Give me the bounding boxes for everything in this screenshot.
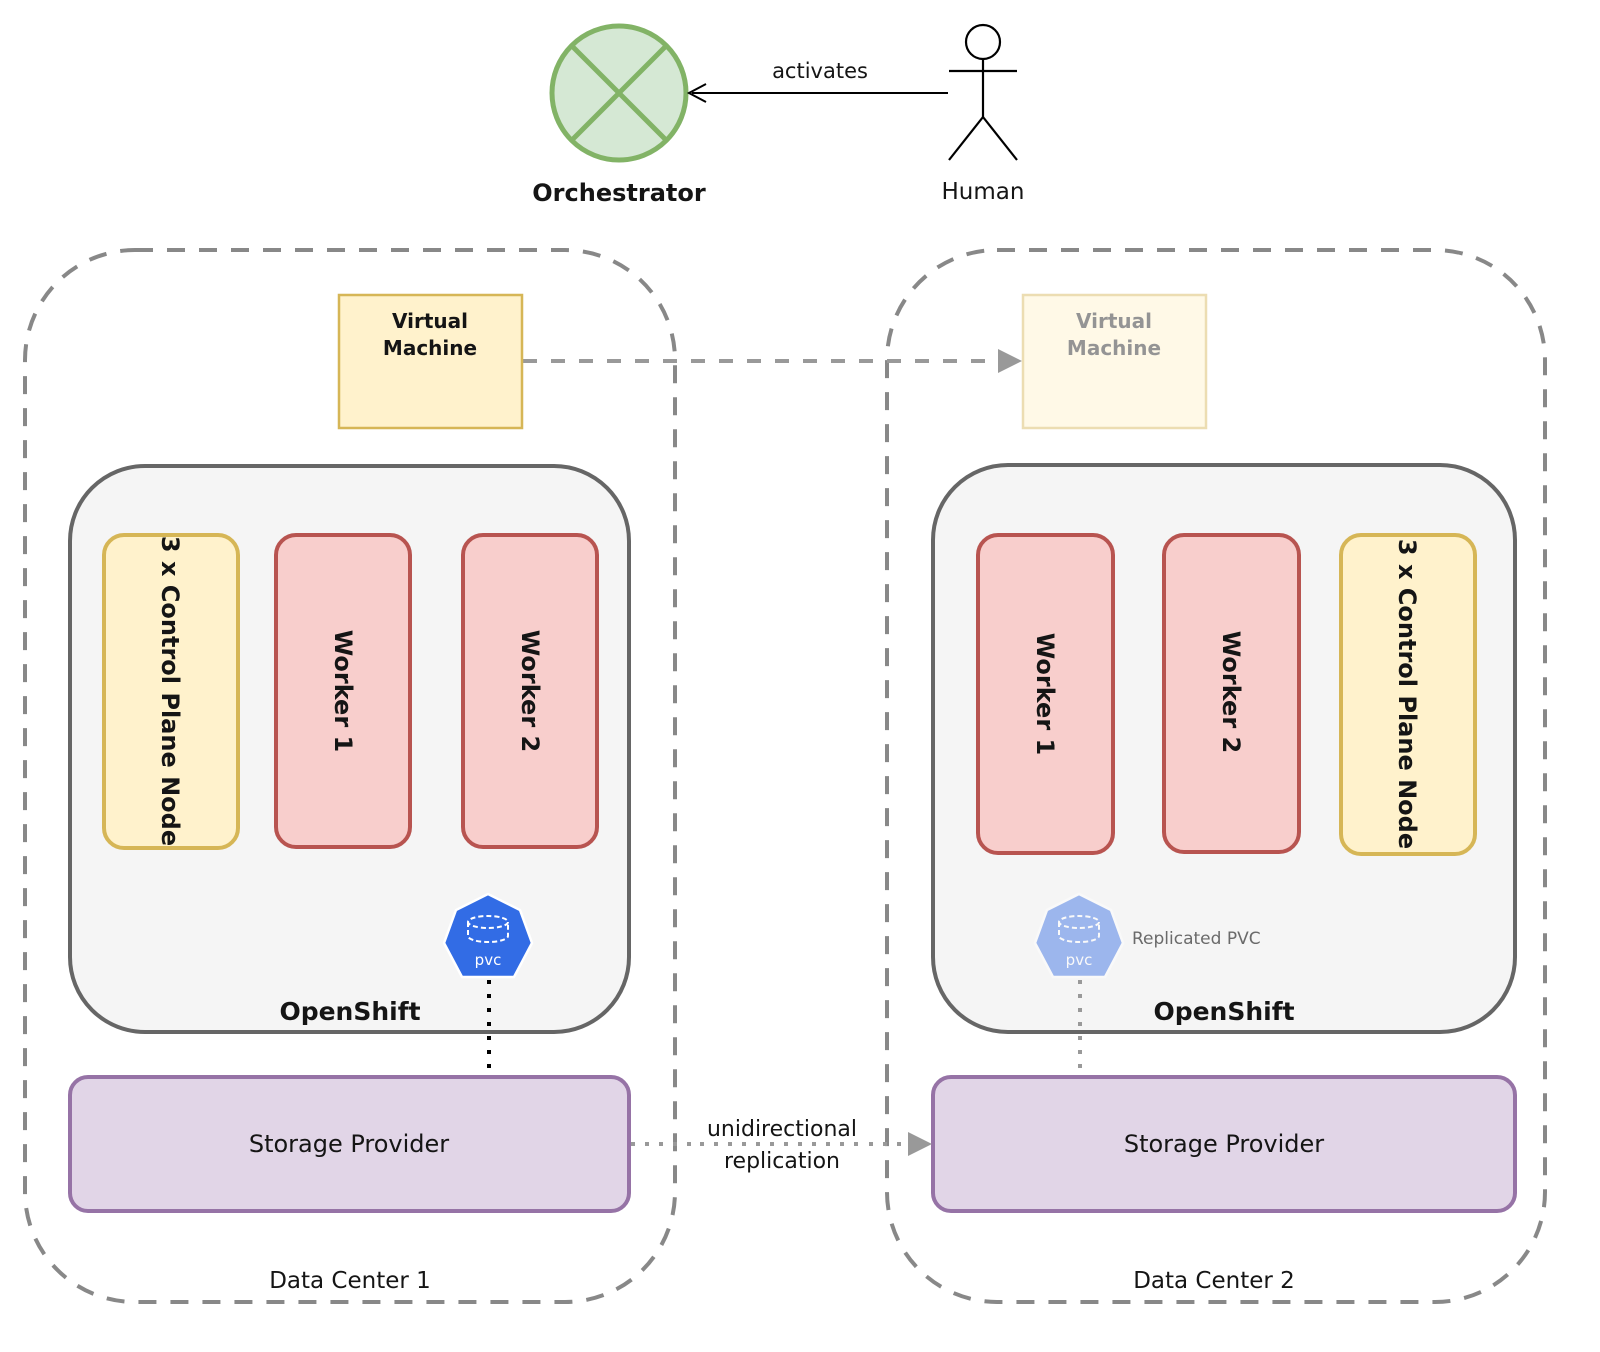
database-icon — [1058, 915, 1100, 943]
human-actor[interactable]: Human — [942, 23, 1025, 205]
stick-figure-icon — [948, 23, 1018, 161]
replication-edge: unidirectional replication — [631, 1112, 932, 1174]
human-label: Human — [942, 179, 1025, 205]
orchestrator-node[interactable]: Orchestrator — [532, 23, 706, 207]
dc2-worker-1-node[interactable]: Worker 1 — [976, 533, 1115, 855]
dc2-storage-provider[interactable]: Storage Provider — [931, 1075, 1517, 1213]
activates-edge: activates — [686, 59, 948, 103]
dc1-control-plane-node[interactable]: 3 x Control Plane Node — [102, 533, 240, 850]
replication-label-line2: replication — [724, 1149, 840, 1174]
dc1-vm-label-line2: Machine — [383, 336, 477, 360]
data-center-1-boundary — [23, 248, 677, 1304]
dc1-pvc-label: pvc — [475, 951, 502, 969]
dc1-control-plane-label: 3 x Control Plane Node — [156, 536, 184, 846]
pvc-heptagon-icon — [442, 892, 534, 979]
dc2-worker-2-node[interactable]: Worker 2 — [1162, 533, 1301, 854]
dc1-worker-2-node[interactable]: Worker 2 — [461, 533, 599, 849]
data-center-2-boundary — [885, 248, 1547, 1304]
replication-label-line1: unidirectional — [707, 1117, 857, 1142]
dc1-vm-label-line1: Virtual — [392, 309, 468, 333]
dc1-storage-label: Storage Provider — [249, 1130, 449, 1158]
database-icon — [467, 915, 509, 943]
dc2-worker-1-label: Worker 1 — [1031, 633, 1059, 755]
dc1-worker-1-node[interactable]: Worker 1 — [274, 533, 412, 849]
dc1-openshift-label: OpenShift — [279, 997, 420, 1026]
dc2-pvc-label: pvc — [1066, 951, 1093, 969]
orchestrator-label: Orchestrator — [532, 179, 706, 207]
vm-migration-edge — [523, 349, 1022, 373]
data-center-1-label: Data Center 1 — [269, 1268, 431, 1294]
activates-label: activates — [772, 59, 868, 83]
dc2-vm-label-line1: Virtual — [1076, 309, 1152, 333]
dc1-worker-2-label: Worker 2 — [516, 630, 544, 752]
dc1-storage-provider[interactable]: Storage Provider — [68, 1075, 631, 1213]
dc1-worker-1-label: Worker 1 — [329, 630, 357, 752]
dc2-control-plane-node[interactable]: 3 x Control Plane Node — [1339, 533, 1477, 856]
dc2-storage-label: Storage Provider — [1124, 1130, 1324, 1158]
data-center-2-label: Data Center 2 — [1133, 1268, 1295, 1294]
dc2-virtual-machine[interactable]: Virtual Machine — [1021, 293, 1208, 430]
dc2-control-plane-label: 3 x Control Plane Node — [1393, 539, 1421, 849]
dc2-vm-label-line2: Machine — [1067, 336, 1161, 360]
dc2-replicated-pvc[interactable]: pvc Replicated PVC — [1033, 892, 1261, 979]
pvc-heptagon-icon — [1033, 892, 1125, 979]
replicated-pvc-caption: Replicated PVC — [1132, 929, 1261, 949]
dc2-openshift-label: OpenShift — [1153, 997, 1294, 1026]
dc1-virtual-machine[interactable]: Virtual Machine — [337, 293, 524, 430]
dc2-worker-2-label: Worker 2 — [1217, 631, 1245, 753]
dc1-pvc[interactable]: pvc — [442, 892, 534, 979]
